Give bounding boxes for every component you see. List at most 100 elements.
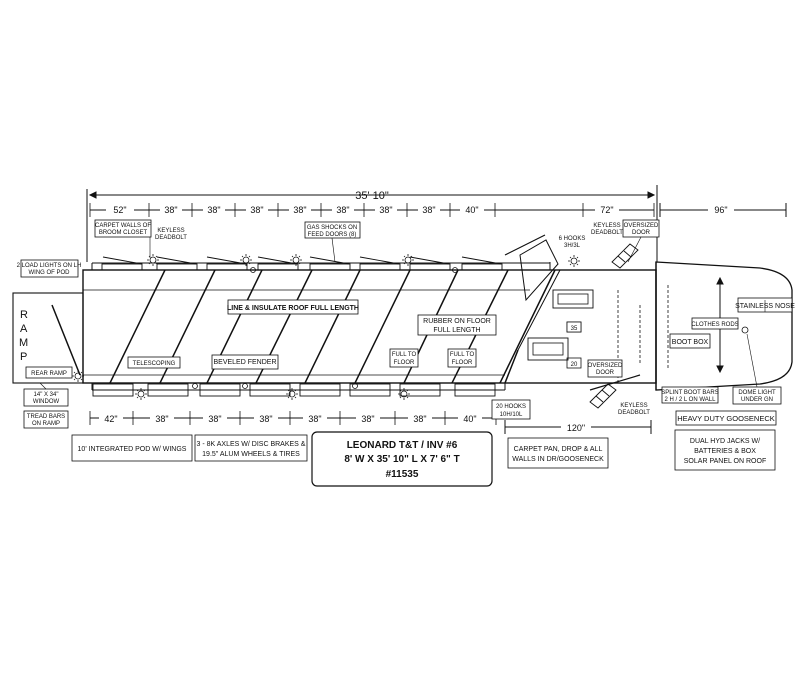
svg-text:20 HOOKS: 20 HOOKS (496, 404, 526, 410)
svg-text:KEYLESS: KEYLESS (157, 228, 184, 234)
svg-text:OVERSIZED: OVERSIZED (588, 363, 623, 369)
dressing-room-dimension: 120" (504, 420, 652, 434)
svg-text:DOOR: DOOR (632, 230, 651, 236)
nose-dim-label: 96" (714, 205, 727, 215)
top-dim-4: 38" (250, 205, 263, 215)
svg-text:KEYLESS: KEYLESS (593, 223, 620, 229)
svg-text:A: A (20, 323, 28, 335)
svg-text:TREAD BARS: TREAD BARS (27, 414, 65, 420)
svg-text:2 H / 2 L ON WALL: 2 H / 2 L ON WALL (665, 397, 717, 403)
svg-text:DOOR: DOOR (596, 370, 615, 376)
svg-text:38": 38" (413, 414, 426, 424)
svg-text:CARPET PAN, DROP & ALL: CARPET PAN, DROP & ALL (514, 446, 603, 453)
light-icon (72, 370, 84, 382)
top-dim-6: 38" (336, 205, 349, 215)
svg-text:BOOT BOX: BOOT BOX (672, 339, 709, 346)
light-icon (147, 254, 159, 266)
svg-text:DUAL HYD JACKS W/: DUAL HYD JACKS W/ (690, 438, 760, 445)
svg-text:REAR RAMP: REAR RAMP (31, 371, 67, 377)
svg-text:WING OF POD: WING OF POD (29, 270, 71, 276)
top-dim-10: 72" (600, 205, 613, 215)
svg-text:DEADBOLT: DEADBOLT (618, 410, 650, 416)
svg-text:38": 38" (155, 414, 168, 424)
ramp-letters: R A M P (19, 309, 28, 363)
svg-text:OVERSIZED: OVERSIZED (624, 223, 659, 229)
svg-text:14" X 34": 14" X 34" (34, 392, 59, 398)
svg-text:R: R (20, 309, 28, 321)
overall-dimension: 35' 10" (86, 185, 658, 262)
load-lights (72, 254, 580, 400)
svg-text:FULL TO: FULL TO (392, 352, 417, 358)
svg-text:GAS SHOCKS ON: GAS SHOCKS ON (307, 225, 357, 231)
title-line-3: #11535 (386, 469, 419, 480)
light-icon (568, 255, 580, 267)
svg-text:P: P (20, 351, 27, 363)
trailer-body (12, 261, 793, 391)
bottom-labels: 14" X 34" WINDOW TREAD BARS ON RAMP 20 H… (23, 386, 782, 471)
dome-light-icon (741, 326, 749, 334)
svg-text:FLOOR: FLOOR (394, 360, 415, 366)
svg-text:38": 38" (308, 414, 321, 424)
leader-lines (39, 236, 766, 390)
svg-text:38": 38" (208, 414, 221, 424)
top-feed-doors (101, 256, 503, 271)
svg-text:FULL TO: FULL TO (450, 352, 475, 358)
bottom-dimension-chain: 42" 38" 38" 38" 38" 38" 38" 40" (89, 411, 497, 425)
top-dim-8: 38" (422, 205, 435, 215)
svg-text:SPLINT BOOT BARS: SPLINT BOOT BARS (661, 390, 718, 396)
svg-text:BEVELED FENDER: BEVELED FENDER (213, 359, 276, 366)
top-dim-9: 40" (465, 205, 478, 215)
feed-bunk-rails (83, 289, 530, 376)
top-dim-5: 38" (293, 205, 306, 215)
top-dim-1: 52" (113, 205, 126, 215)
svg-text:M: M (19, 337, 28, 349)
svg-text:LINE & INSULATE ROOF FULL LENG: LINE & INSULATE ROOF FULL LENGTH (227, 305, 359, 312)
light-icon (398, 388, 410, 400)
svg-text:FLOOR: FLOOR (452, 360, 473, 366)
svg-text:19.5" ALUM WHEELS & TIRES: 19.5" ALUM WHEELS & TIRES (202, 451, 300, 458)
overall-length-label: 35' 10" (355, 190, 389, 202)
inside-labels: LINE & INSULATE ROOF FULL LENGTH RUBBER … (25, 297, 795, 379)
svg-text:20: 20 (571, 362, 578, 368)
top-dim-3: 38" (207, 205, 220, 215)
svg-text:38": 38" (259, 414, 272, 424)
svg-text:FULL LENGTH: FULL LENGTH (433, 327, 480, 334)
svg-text:10H/10L: 10H/10L (500, 412, 523, 418)
svg-text:KEYLESS: KEYLESS (620, 403, 647, 409)
ramp-lines (51, 304, 81, 376)
svg-text:3H/3L: 3H/3L (564, 243, 581, 249)
svg-text:38": 38" (361, 414, 374, 424)
top-labels: 2 LOAD LIGHTS ON LH WING OF POD CARPET W… (17, 219, 660, 278)
title-line-1: LEONARD T&T / INV #6 (347, 440, 458, 451)
svg-text:42": 42" (104, 414, 117, 424)
svg-text:DEADBOLT: DEADBOLT (591, 230, 623, 236)
svg-text:BATTERIES & BOX: BATTERIES & BOX (694, 448, 756, 455)
small-circles (192, 267, 458, 389)
top-dimension-chain: 52" 38" 38" 38" 38" 38" 38" 38" 40" 72" (89, 203, 655, 217)
svg-text:10' INTEGRATED POD W/ WINGS: 10' INTEGRATED POD W/ WINGS (78, 446, 187, 453)
svg-text:DEADBOLT: DEADBOLT (155, 235, 187, 241)
svg-text:BROOM CLOSET: BROOM CLOSET (99, 230, 148, 236)
nose-dimension: 96" (659, 203, 787, 217)
light-icon (290, 254, 302, 266)
svg-text:UNDER GN: UNDER GN (741, 397, 773, 403)
svg-text:RUBBER ON FLOOR: RUBBER ON FLOOR (423, 318, 491, 325)
svg-text:120": 120" (567, 423, 585, 433)
svg-text:TELESCOPING: TELESCOPING (133, 361, 176, 367)
light-icon (240, 254, 252, 266)
top-dim-7: 38" (379, 205, 392, 215)
top-dim-2: 38" (164, 205, 177, 215)
saddle-racks (589, 243, 639, 409)
svg-text:HEAVY DUTY GOOSENECK: HEAVY DUTY GOOSENECK (677, 414, 775, 423)
svg-text:35: 35 (571, 326, 578, 332)
svg-text:6 HOOKS: 6 HOOKS (559, 236, 586, 242)
light-icon (402, 254, 414, 266)
svg-text:CARPET WALLS OF: CARPET WALLS OF (95, 223, 151, 229)
svg-text:SOLAR PANEL ON ROOF: SOLAR PANEL ON ROOF (684, 458, 766, 465)
svg-text:3 - 8K AXLES W/ DISC BRAKES &: 3 - 8K AXLES W/ DISC BRAKES & (197, 441, 306, 448)
svg-text:2 LOAD LIGHTS ON LH: 2 LOAD LIGHTS ON LH (17, 263, 82, 269)
dressing-room (504, 234, 641, 391)
svg-text:DOME LIGHT: DOME LIGHT (738, 390, 776, 396)
svg-text:WINDOW: WINDOW (33, 399, 60, 405)
